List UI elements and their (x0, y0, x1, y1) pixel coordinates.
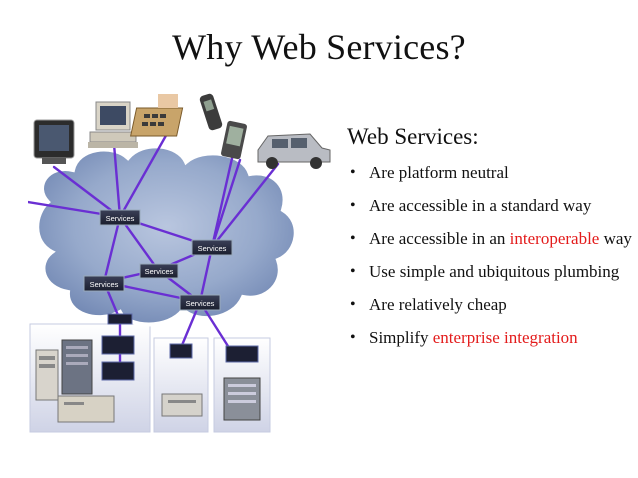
point-of-sale-terminal-icon (130, 94, 184, 137)
service-node-3: Services (139, 263, 179, 279)
mobile-phone-icon (199, 93, 223, 131)
bullet-text: Use simple and ubiquitous plumbing (369, 262, 620, 281)
bullet-dot-icon: • (350, 296, 356, 313)
server-tower-icon (35, 349, 59, 401)
bullet-item: • Simplify enterprise integration (347, 328, 632, 347)
bullet-item: • Are relatively cheap (347, 295, 632, 314)
service-node-5: Services (179, 294, 221, 311)
service-label: Services (145, 267, 174, 276)
bullet-text: Are platform neutral (369, 163, 509, 182)
tv-icon (33, 119, 75, 164)
bullet-dot-icon: • (350, 197, 356, 214)
bullet-text: Are relatively cheap (369, 295, 507, 314)
service-label: Services (198, 244, 227, 253)
bullet-item: • Are accessible in a standard way (347, 196, 632, 215)
bullet-dot-icon: • (350, 329, 356, 346)
car-icon (257, 133, 331, 169)
desktop-computer-icon (88, 101, 138, 148)
panel-nodes (101, 313, 259, 381)
content-panel: Web Services: • Are platform neutral • Are … (347, 124, 632, 361)
desktop-server-icon (57, 395, 115, 423)
highlighted-text: enterprise integration (432, 328, 578, 347)
service-label: Services (186, 299, 215, 308)
service-label: Services (106, 214, 135, 223)
bullet-dot-icon: • (350, 263, 356, 280)
mainframe-icon (223, 377, 261, 421)
bullet-text: Simplify (369, 328, 433, 347)
highlighted-text: interoperable (509, 229, 600, 248)
bullet-list: • Are platform neutral • Are accessible in … (347, 163, 632, 347)
pda-icon (221, 120, 247, 160)
content-heading: Web Services: (347, 124, 479, 149)
bullet-text: Are accessible in an (369, 229, 510, 248)
bullet-item: • Use simple and ubiquitous plumbing (347, 262, 632, 281)
slide-title: Why Web Services? (172, 27, 466, 67)
bullet-item: • Are platform neutral (347, 163, 632, 182)
service-label: Services (90, 280, 119, 289)
service-node-4: Services (83, 275, 125, 292)
bullet-text: way (599, 229, 632, 248)
web-services-network-diagram: Services Services Services Services Serv… (26, 92, 340, 437)
server-rack-icon (61, 339, 93, 395)
bullet-dot-icon: • (350, 230, 356, 247)
bullet-text: Are accessible in a standard way (369, 196, 592, 215)
service-node-1: Services (99, 209, 141, 226)
network-cloud (35, 144, 298, 327)
bullet-item: • Are accessible in an interoperable way (347, 229, 632, 248)
server-box-icon (161, 393, 203, 417)
service-node-2: Services (191, 239, 233, 256)
bullet-dot-icon: • (350, 164, 356, 181)
